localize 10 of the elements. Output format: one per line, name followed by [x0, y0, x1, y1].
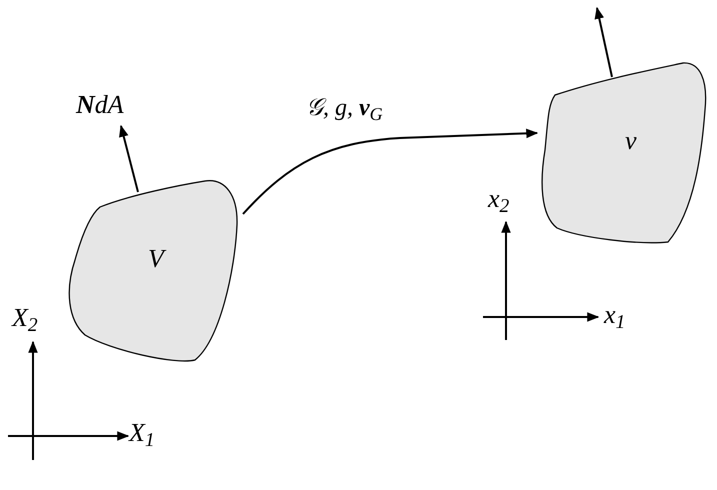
axis-label: X$_{2}$	[12, 305, 38, 331]
math-symbol: V	[148, 246, 164, 272]
math-symbol: v	[625, 128, 637, 154]
arrow	[119, 124, 139, 192]
arrow	[594, 6, 613, 78]
axis-label: x$_{2}$	[488, 186, 510, 212]
math-symbol: NdA	[76, 92, 124, 118]
axis-label: X$_{1}$	[129, 420, 155, 446]
axis-label: x$_{1}$	[604, 302, 626, 328]
arrow	[242, 128, 538, 215]
